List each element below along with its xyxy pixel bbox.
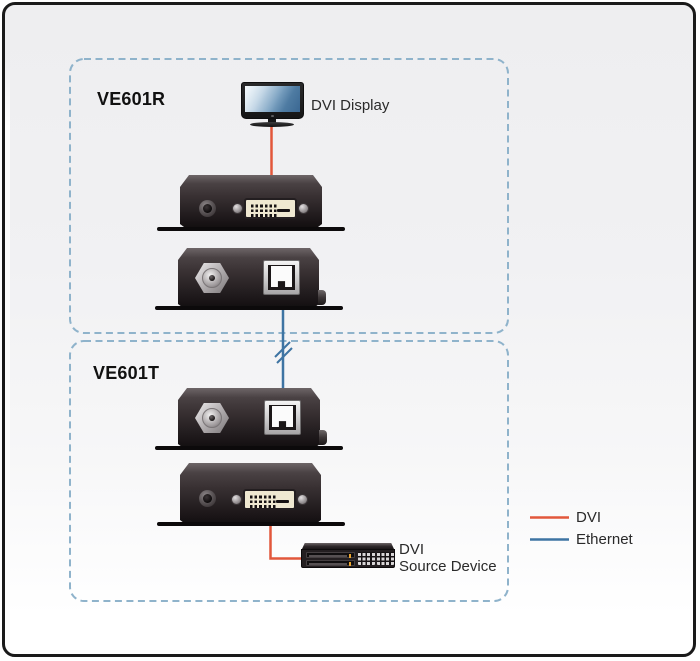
dvi-pin-grid (250, 495, 276, 508)
dvi-source-device-icon (301, 543, 395, 568)
button-grid-1 (358, 552, 375, 565)
monitor-stand-base (250, 122, 294, 127)
dvi-flat-pin-slot (276, 500, 289, 503)
rj45-port (264, 400, 301, 435)
dvi-port (244, 198, 297, 219)
source-label-line1: DVI (399, 541, 425, 558)
button-grid-2 (377, 552, 394, 565)
monitor-power-led (271, 115, 274, 117)
dvi-screw-left (231, 494, 242, 505)
dvi-screw-right (298, 203, 309, 214)
grounding-terminal (319, 430, 327, 445)
dvi-source-device-label: DVI Source Device (399, 541, 497, 575)
ve601t-ethernet-unit (178, 388, 320, 447)
receiver-group-label: VE601R (97, 89, 166, 109)
power-jack-port (195, 263, 229, 293)
ve601r-ethernet-unit (178, 248, 319, 307)
left-edge-highlight (5, 60, 10, 620)
dvi-screw-left (232, 203, 243, 214)
disc-tray-1 (306, 552, 355, 558)
disc-tray-2 (306, 560, 355, 566)
grounding-terminal (318, 290, 326, 305)
power-jack-port (195, 403, 229, 433)
source-device-top-bevel (302, 543, 394, 549)
audio-jack-port (199, 200, 216, 217)
ve601r-dvi-unit-bracket (157, 227, 345, 231)
dvi-flat-pin-slot (277, 209, 290, 212)
source-device-front-panel (301, 549, 395, 568)
source-label-line2: Source Device (399, 558, 497, 575)
ve601t-dvi-unit-bracket (157, 522, 345, 526)
ve601t-ethernet-unit-bracket (155, 446, 343, 450)
dvi-pin-grid (251, 204, 277, 217)
legend-ethernet-label: Ethernet (576, 531, 633, 548)
transmitter-group-label: VE601T (93, 363, 160, 383)
rj45-port (263, 260, 300, 295)
monitor-screen (245, 86, 300, 112)
dvi-display-icon (241, 82, 304, 119)
audio-jack-port (199, 490, 216, 507)
ve601r-ethernet-unit-bracket (155, 306, 343, 310)
monitor-stand-neck (268, 119, 276, 123)
dvi-port (243, 489, 296, 510)
dvi-display-label: DVI Display (311, 97, 390, 114)
ve601r-dvi-unit (180, 175, 322, 227)
legend-dvi-label: DVI (576, 509, 602, 526)
dvi-screw-right (297, 494, 308, 505)
ve601t-dvi-unit (180, 463, 321, 523)
